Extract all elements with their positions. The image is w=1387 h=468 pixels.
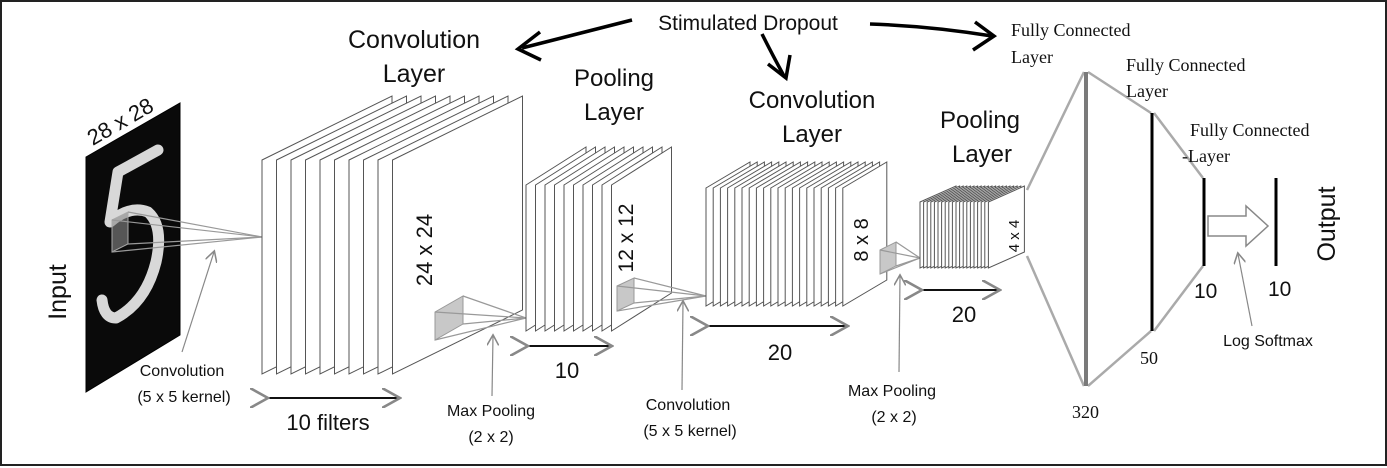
fc2-title-line2: Layer	[1126, 81, 1168, 101]
pool1-count-label: 10	[555, 358, 579, 383]
pool2-title-line2: Layer	[952, 141, 1012, 168]
conv2-title-line1: Convolution	[749, 87, 876, 114]
conv2-kernel-pointer	[682, 302, 683, 391]
feature-map-plane	[842, 161, 888, 307]
pool1-op-pointer	[492, 336, 493, 397]
conv1-kernel-line2: (5 x 5 kernel)	[137, 389, 230, 406]
fc3-title-line2: -Layer	[1182, 146, 1230, 166]
input-image	[85, 102, 181, 393]
conv1-size-label: 24 x 24	[412, 214, 437, 286]
conv2-count-label: 20	[768, 340, 792, 365]
fc1-title-line2: Layer	[1011, 47, 1053, 67]
softmax-arrow-icon	[1207, 204, 1270, 248]
pool1-projection-lines	[434, 295, 527, 341]
fc2-title-line1: Fully Connected	[1126, 55, 1246, 75]
conv1-kernel-pointer	[181, 252, 214, 353]
dropout-label: Stimulated Dropout	[658, 12, 838, 35]
pool1-feature-maps	[525, 146, 672, 332]
fc1-units-label: 320	[1072, 402, 1099, 422]
pool2-feature-maps	[919, 185, 1025, 269]
pool2-count-label: 20	[952, 302, 976, 327]
pool1-title-line2: Layer	[584, 99, 644, 126]
fc-connection-lines	[1025, 70, 1204, 387]
feature-map-plane	[392, 95, 523, 375]
pool1-title-line1: Pooling	[574, 65, 654, 92]
pool2-projection-lines	[879, 241, 921, 275]
input-projection-lines	[111, 211, 263, 253]
input-label: Input	[44, 264, 72, 320]
pool1-size-label: 12 x 12	[615, 204, 638, 273]
feature-map-plane	[987, 185, 1025, 269]
softmax-label: Log Softmax	[1223, 333, 1313, 350]
pool2-title-line1: Pooling	[940, 107, 1020, 134]
pool1-op-line1: Max Pooling	[447, 403, 535, 420]
softmax-pointer	[1238, 254, 1253, 327]
conv1-kernel-line1: Convolution	[140, 363, 225, 380]
conv1-feature-maps	[261, 95, 523, 375]
pool2-size-label: 4 x 4	[1006, 220, 1023, 253]
fc2-units-label: 50	[1140, 348, 1158, 368]
conv2-projection-lines	[616, 277, 707, 312]
conv1-title-line2: Layer	[383, 60, 446, 88]
digit-five-glyph	[96, 144, 165, 324]
conv2-title-line2: Layer	[782, 121, 842, 148]
fc1-title-line1: Fully Connected	[1011, 20, 1131, 40]
fc3-units-label: 10	[1194, 280, 1217, 303]
conv2-kernel-line1: Convolution	[646, 397, 731, 414]
pool2-op-line2: (2 x 2)	[871, 409, 916, 426]
conv1-title-line1: Convolution	[348, 26, 480, 54]
conv2-kernel-line2: (5 x 5 kernel)	[643, 423, 736, 440]
pool1-op-line2: (2 x 2)	[468, 429, 513, 446]
pool2-op-line1: Max Pooling	[848, 383, 936, 400]
dropout-arrows	[514, 18, 998, 82]
pool2-op-pointer	[899, 276, 900, 373]
conv2-feature-maps	[705, 161, 888, 307]
conv2-size-label: 8 x 8	[851, 218, 873, 261]
conv1-count-label: 10 filters	[286, 410, 369, 435]
output-units-label: 10	[1268, 278, 1291, 301]
output-label: Output	[1313, 186, 1341, 261]
fc3-title-line1: Fully Connected	[1190, 120, 1310, 140]
